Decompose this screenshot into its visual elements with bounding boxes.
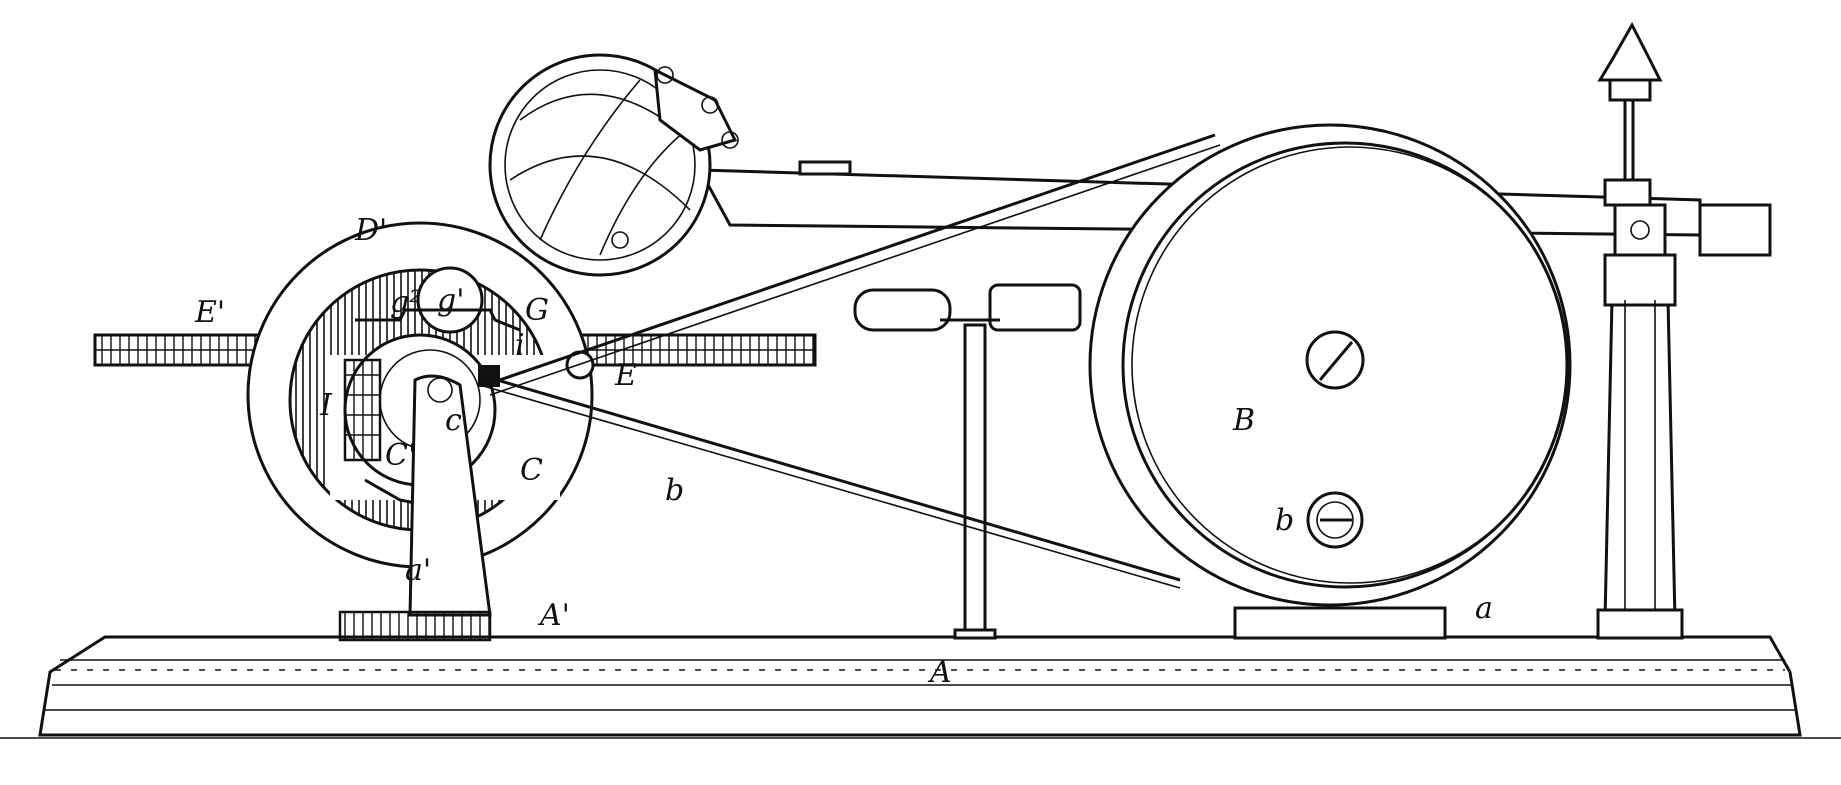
reference-labels: D' g' g² G E' i I c C' C E B b b a' A' a… <box>194 213 1493 690</box>
base <box>38 635 1802 737</box>
pedestal-A-prime <box>338 610 492 642</box>
label-B: B <box>1232 403 1255 438</box>
governor-dial <box>488 53 739 277</box>
wheel-B <box>1088 123 1572 607</box>
label-belt-b: b <box>665 473 684 508</box>
label-E: E <box>614 358 637 393</box>
label-C-prime: C' <box>385 438 416 473</box>
label-D-prime: D' <box>354 213 387 248</box>
label-g2: g² <box>390 285 421 320</box>
label-a-prime: a' <box>405 553 431 588</box>
column <box>1596 21 1684 640</box>
label-A-prime: A' <box>537 598 570 633</box>
label-a: a <box>1475 591 1493 626</box>
label-i: i <box>515 328 525 363</box>
label-c: c <box>445 403 462 438</box>
belt-guide-stand <box>853 283 1082 640</box>
label-G: G <box>525 293 549 328</box>
label-b: b <box>1275 503 1294 538</box>
label-I: I <box>319 388 333 423</box>
label-E-prime: E' <box>194 295 225 330</box>
label-C: C <box>520 453 543 488</box>
label-A: A <box>927 655 952 690</box>
pedestal-a <box>1233 606 1447 640</box>
belt-b <box>479 133 1221 589</box>
label-g-prime: g' <box>437 283 464 318</box>
